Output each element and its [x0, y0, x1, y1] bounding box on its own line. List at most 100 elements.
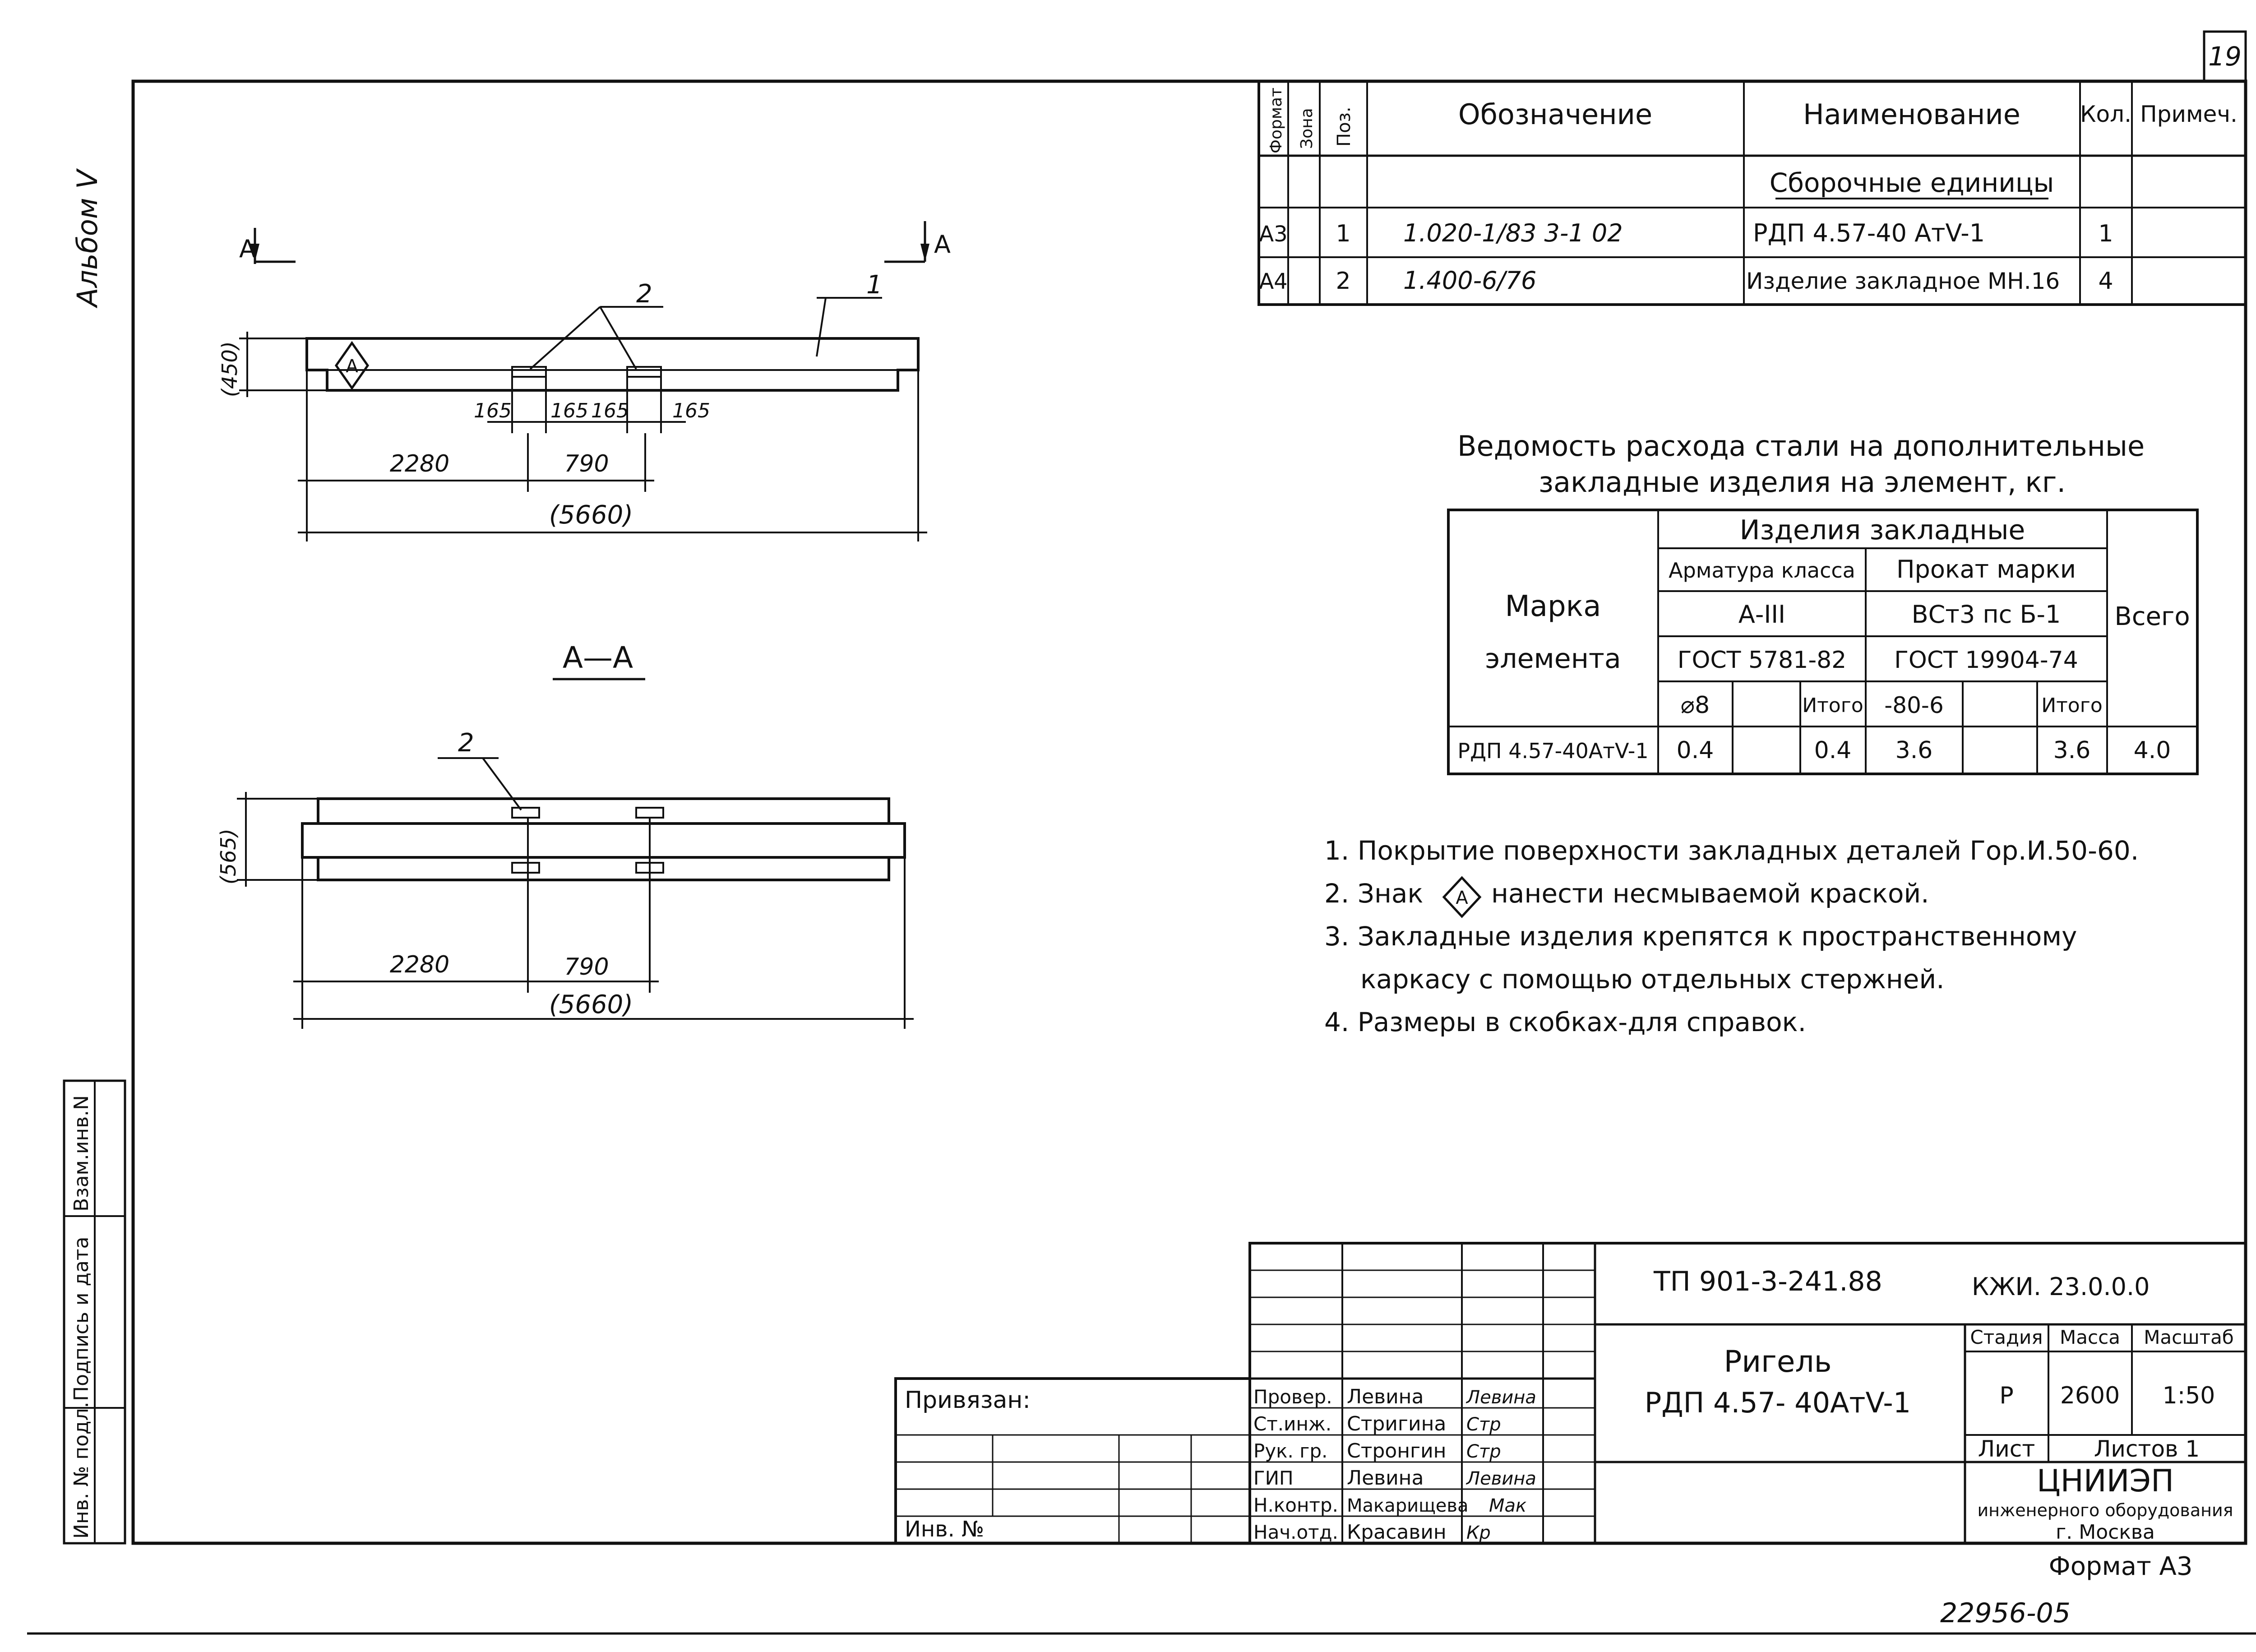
steel-sub-80x6: -80-6	[1884, 692, 1944, 718]
plan-dim-165-1: 165	[474, 399, 512, 422]
spec-row2-pos: 2	[1336, 268, 1350, 295]
staff-role-6: Нач.отд.	[1253, 1521, 1338, 1543]
section-mark-right: А	[934, 230, 951, 259]
plan-dim-165-2: 165	[550, 399, 588, 422]
staff-sign-4: Левина	[1465, 1468, 1536, 1489]
spec-section-title: Сборочные единицы	[1770, 167, 2054, 198]
section-title: А—А	[563, 640, 633, 675]
staff-sign-1: Левина	[1465, 1387, 1536, 1408]
spec-row2-qty: 4	[2098, 268, 2113, 295]
inv-no-label: Инв. №	[905, 1517, 984, 1542]
scale-header: Масштаб	[2144, 1326, 2234, 1348]
stage-header: Стадия	[1970, 1326, 2043, 1348]
staff-name-3: Стронгин	[1347, 1439, 1446, 1462]
section-mark-left: А	[239, 235, 256, 263]
note-diamond-icon	[1442, 876, 1482, 918]
steel-rolled-gost: ГОСТ 19904-74	[1894, 647, 2078, 674]
note-1: 1. Покрытие поверхности закладных детале…	[1324, 835, 2139, 866]
staff-role-1: Провер.	[1253, 1386, 1332, 1408]
org-subtitle: инженерного оборудования	[1977, 1500, 2233, 1520]
steel-rebar-header: Арматура класса	[1669, 558, 1855, 583]
item-name-2: РДП 4.57- 40АтV-1	[1645, 1386, 1911, 1419]
staff-sign-3: Стр	[1466, 1441, 1501, 1462]
spec-row2-name: Изделие закладное МН.16	[1746, 268, 2060, 294]
spec-header-format: Формат	[1267, 88, 1285, 153]
spec-row2-designation: 1.400-6/76	[1403, 266, 1536, 295]
spec-row1-qty: 1	[2098, 220, 2113, 247]
spec-header-designation: Обозначение	[1458, 98, 1652, 131]
staff-name-1: Левина	[1347, 1385, 1424, 1408]
archive-number: 22956-05	[1940, 1597, 2071, 1629]
spec-header-zone: Зона	[1298, 108, 1316, 149]
steel-sub-total2: Итого	[2041, 694, 2103, 717]
steel-rebar-class: А-III	[1738, 600, 1785, 629]
sheet-header: Лист	[1978, 1436, 2035, 1462]
staff-role-3: Рук. гр.	[1253, 1440, 1327, 1462]
steel-title-line2: закладные изделия на элемент, кг.	[1539, 466, 2066, 499]
strip-sign-date: Подпись и дата	[70, 1237, 93, 1401]
steel-mark-header-2: элемента	[1485, 643, 1621, 675]
staff-name-2: Стригина	[1347, 1412, 1446, 1435]
spec-row1-name: РДП 4.57-40 АтV-1	[1753, 219, 1985, 247]
steel-sub-d8: ⌀8	[1681, 692, 1710, 719]
plan-callout-1: 1	[866, 270, 883, 300]
spec-header-pos: Поз.	[1334, 106, 1355, 147]
spec-row2-format: А4	[1259, 269, 1287, 294]
note-2-start: 2. Знак	[1324, 878, 1423, 909]
section-dim-total: (5660)	[549, 990, 633, 1019]
section-view	[237, 757, 914, 1029]
plan-dim-165-4: 165	[672, 399, 710, 422]
strip-inv-replace: Взам.инв.N	[70, 1095, 93, 1212]
staff-role-4: ГИП	[1253, 1467, 1294, 1489]
steel-row-total1: 0.4	[1814, 737, 1852, 764]
staff-role-2: Ст.инж.	[1253, 1413, 1331, 1435]
staff-sign-2: Стр	[1466, 1414, 1501, 1435]
section-dim-2280: 2280	[390, 951, 449, 978]
steel-group-header: Изделия закладные	[1740, 514, 2025, 546]
steel-row-80x6: 3.6	[1895, 737, 1933, 764]
steel-mark-header-1: Марка	[1505, 590, 1601, 623]
spec-header-note: Примеч.	[2140, 101, 2238, 127]
page-number: 19	[2208, 41, 2242, 72]
steel-total-header: Всего	[2114, 602, 2190, 631]
plan-callout-2: 2	[636, 279, 652, 309]
note-3-cont: каркасу с помощью отдельных стержней.	[1360, 964, 1945, 995]
note-diamond-letter: А	[1456, 888, 1468, 908]
plan-view	[239, 221, 929, 541]
steel-row-d8: 0.4	[1677, 737, 1714, 764]
strip-inv-original: Инв. № подл.	[70, 1402, 93, 1539]
doc-code: ТП 901-3-241.88	[1653, 1266, 1882, 1297]
plan-dim-2280: 2280	[390, 450, 449, 477]
plan-dim-165-3: 165	[591, 399, 629, 422]
privyazan-block	[894, 1377, 1251, 1545]
scale-value: 1:50	[2163, 1382, 2215, 1409]
privyazan-label: Привязан:	[905, 1387, 1031, 1414]
org-name: ЦНИИЭП	[2037, 1463, 2174, 1499]
sheet-code: КЖИ. 23.0.0.0	[1972, 1273, 2150, 1301]
mass-header: Масса	[2060, 1326, 2120, 1348]
steel-rolled-grade: ВСт3 пс Б-1	[1912, 600, 2061, 629]
spec-row1-designation: 1.020-1/83 3-1 02	[1403, 219, 1623, 247]
steel-row-total2: 3.6	[2053, 737, 2091, 764]
steel-row-mark: РДП 4.57-40АтV-1	[1457, 739, 1648, 763]
staff-sign-5: Мак	[1489, 1495, 1526, 1516]
staff-sign-6: Кр	[1466, 1522, 1491, 1543]
format-label: Формат А3	[2049, 1552, 2193, 1581]
plan-dim-total: (5660)	[549, 500, 633, 530]
steel-rebar-gost: ГОСТ 5781-82	[1678, 647, 1847, 674]
org-city: г. Москва	[2056, 1521, 2155, 1544]
spec-header-name: Наименование	[1803, 98, 2020, 131]
staff-name-6: Красавин	[1347, 1521, 1447, 1544]
section-callout-2: 2	[458, 728, 474, 758]
section-dim-790: 790	[564, 953, 609, 981]
steel-table	[1447, 509, 2199, 775]
spec-row1-pos: 1	[1336, 220, 1350, 247]
item-name-1: Ригель	[1724, 1344, 1831, 1379]
staff-name-5: Макарищева	[1347, 1495, 1468, 1516]
spec-row1-format: А3	[1259, 222, 1287, 247]
steel-rolled-header: Прокат марки	[1896, 555, 2076, 583]
plan-diamond-label: А	[346, 356, 358, 377]
note-2-end: нанести несмываемой краской.	[1491, 878, 1929, 909]
stage-value: Р	[1999, 1382, 2013, 1409]
